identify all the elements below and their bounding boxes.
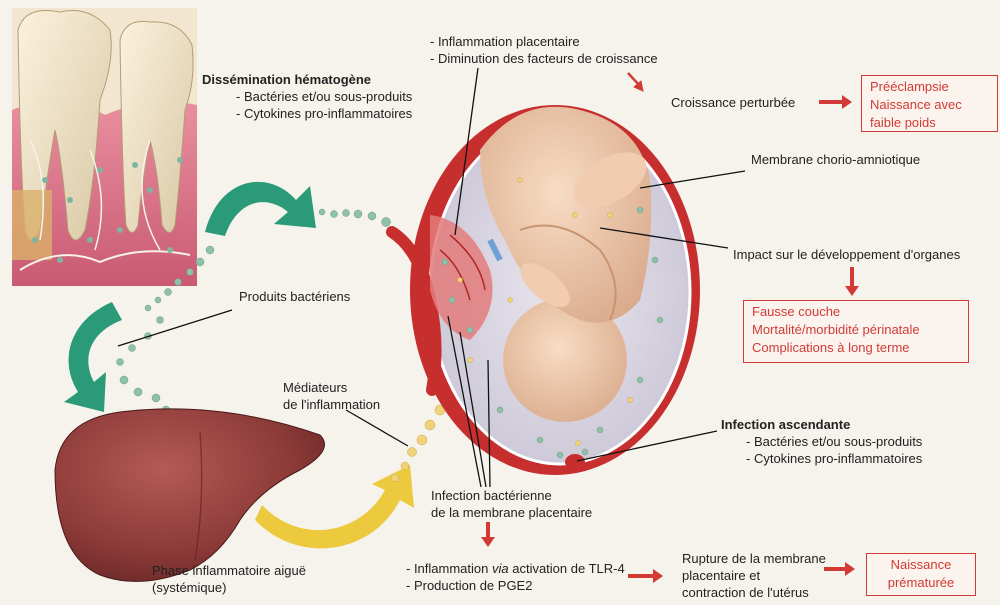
membrane-infection-label: Infection bactérienne de la membrane pla… (431, 487, 592, 521)
outcome-item: Naissance avec (870, 97, 962, 112)
bacterial-products-label: Produits bactériens (239, 289, 351, 304)
tooth-gum-illustration (12, 8, 197, 286)
membrane-infection-line: Infection bactérienne (431, 488, 552, 503)
ascending-item: - Bactéries et/ou sous-produits (746, 434, 923, 449)
organ-impact-label: Impact sur le développement d'organes (733, 247, 961, 262)
green-arrow-left (64, 302, 122, 412)
outcome-item: Fausse couche (752, 304, 841, 319)
tlr-suffix: activation de TLR-4 (508, 561, 625, 576)
hematogenous-item: - Bactéries et/ou sous-produits (236, 89, 413, 104)
placenta-effect-item: - Diminution des facteurs de croissance (430, 51, 658, 66)
placenta-effects: - Inflammation placentaire - Diminution … (430, 33, 658, 67)
growth-outcomes-box: Prééclampsie Naissance avec faible poids (861, 75, 998, 132)
yellow-arrow (255, 465, 414, 549)
rupture-line: Rupture de la membrane (682, 551, 826, 566)
green-arrow-top (205, 181, 316, 236)
organ-outcomes-box: Fausse couche Mortalité/morbidité périna… (743, 300, 969, 363)
ascending-item: - Cytokines pro-inflammatoires (746, 451, 923, 466)
placenta-effect-item: - Inflammation placentaire (430, 34, 580, 49)
preterm-line: prématurée (887, 575, 955, 590)
outcome-item: Complications à long terme (752, 340, 910, 355)
bacteria-trail (116, 208, 391, 427)
uterus-illustration (386, 105, 700, 475)
red-arrows (481, 72, 859, 583)
rupture-line: placentaire et (682, 568, 761, 583)
mediators-line: de l'inflammation (283, 397, 381, 412)
leader-lines (117, 67, 746, 488)
outcome-item: faible poids (870, 115, 936, 130)
liver-illustration (54, 408, 325, 582)
tlr-block: - Inflammation via activation de TLR-4 -… (406, 560, 625, 594)
ascending-block: Infection ascendante - Bactéries et/ou s… (721, 416, 922, 467)
acute-phase-label: Phase inflammatoire aiguë (systémique) (152, 562, 306, 596)
outcome-item: Prééclampsie (870, 79, 949, 94)
acute-phase-line: (systémique) (152, 580, 227, 595)
preterm-box: Naissance prématurée (866, 553, 976, 596)
rupture-label: Rupture de la membrane placentaire et co… (682, 550, 826, 601)
preterm-line: Naissance (890, 557, 952, 572)
tlr-via: via (491, 561, 509, 576)
growth-label: Croissance perturbée (671, 95, 796, 110)
outcome-item: Mortalité/morbidité périnatale (752, 322, 920, 337)
mediators-line: Médiateurs (283, 380, 348, 395)
rupture-line: contraction de l'utérus (682, 585, 809, 600)
membrane-infection-line: de la membrane placentaire (431, 505, 593, 520)
pge2-line: - Production de PGE2 (406, 578, 533, 593)
acute-phase-line: Phase inflammatoire aiguë (152, 563, 306, 578)
hematogenous-block: Dissémination hématogène - Bactéries et/… (202, 71, 412, 122)
hematogenous-title: Dissémination hématogène (202, 72, 372, 87)
tlr-prefix: - Inflammation (406, 561, 492, 576)
hematogenous-item: - Cytokines pro-inflammatoires (236, 106, 413, 121)
membrane-label: Membrane chorio-amniotique (751, 152, 921, 167)
ascending-title: Infection ascendante (721, 417, 851, 432)
mediators-label: Médiateurs de l'inflammation (283, 379, 380, 413)
